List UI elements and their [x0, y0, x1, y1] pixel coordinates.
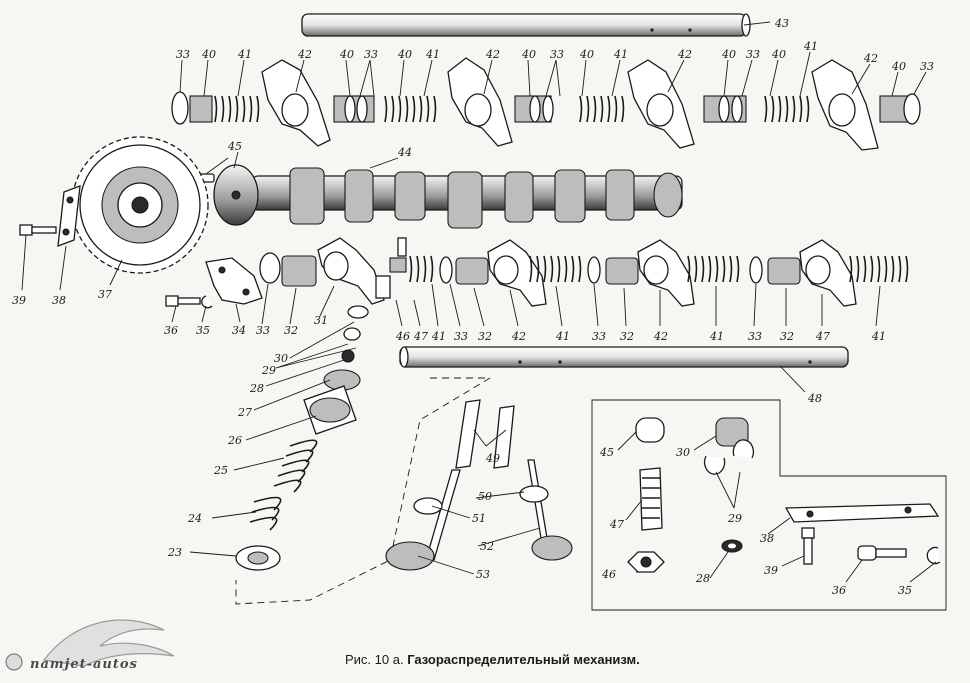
part-label: 29: [727, 512, 742, 525]
valve-spring-stack: [235, 305, 369, 571]
part-label: 35: [196, 324, 210, 337]
part-label: 41: [237, 48, 252, 61]
part-label: 23: [167, 546, 182, 559]
part-label: 27: [237, 406, 252, 419]
part-label: 42: [653, 330, 668, 343]
part-label: 33: [550, 48, 564, 61]
part-label: 42: [485, 48, 500, 61]
part-label: 33: [592, 330, 606, 343]
rocker-shaft-upper: [301, 13, 771, 37]
part-label: 42: [297, 48, 312, 61]
part-label: 44: [397, 146, 412, 159]
part-label: 46: [395, 330, 410, 343]
part-label: 49: [485, 452, 500, 465]
part-label: 39: [764, 564, 778, 577]
part-label: 46: [601, 568, 616, 581]
part-label: 45: [227, 140, 242, 153]
part-label: 40: [521, 48, 536, 61]
part-label: 29: [261, 364, 276, 377]
part-label: 40: [721, 48, 736, 61]
part-label: 42: [677, 48, 692, 61]
part-label: 47: [815, 330, 830, 343]
figure-caption: Рис. 10 а. Газораспределительный механиз…: [345, 652, 640, 667]
part-label: 30: [274, 352, 288, 365]
inset-box: [591, 399, 947, 611]
caption-title: Газораспределительный механизм.: [407, 652, 640, 667]
part-label: 30: [676, 446, 690, 459]
part-label: 41: [431, 330, 446, 343]
part-label: 32: [284, 324, 298, 337]
part-label: 38: [52, 294, 66, 307]
part-label: 36: [832, 584, 846, 597]
caption-prefix: Рис. 10 а.: [345, 652, 404, 667]
part-label: 28: [695, 572, 710, 585]
part-label: 33: [256, 324, 270, 337]
part-label: 41: [425, 48, 440, 61]
part-label: 47: [609, 518, 624, 531]
part-label: 39: [12, 294, 26, 307]
part-label: 41: [555, 330, 570, 343]
part-label: 32: [780, 330, 794, 343]
part-label: 41: [613, 48, 628, 61]
part-label: 31: [314, 314, 328, 327]
lower-rocker-assembly: [259, 237, 909, 307]
part-label: 42: [863, 52, 878, 65]
part-label: 33: [364, 48, 378, 61]
part-label: 32: [620, 330, 634, 343]
part-label: 45: [599, 446, 614, 459]
part-label: 42: [511, 330, 526, 343]
part-label: 33: [454, 330, 468, 343]
part-label: 33: [920, 60, 934, 73]
part-label: 33: [748, 330, 762, 343]
part-label: 25: [213, 464, 228, 477]
part-label: 40: [201, 48, 216, 61]
camshaft: [197, 157, 683, 229]
part-label: 33: [176, 48, 190, 61]
dashed-group-bracket: [235, 377, 492, 605]
part-label: 34: [232, 324, 246, 337]
part-label: 52: [480, 540, 494, 553]
upper-rocker-assembly: [171, 57, 921, 151]
part-label: 28: [249, 382, 264, 395]
part-labels: 43 33 40 41 42 40 33 40 41 42 40 33 40 4…: [12, 17, 934, 597]
part-label: 47: [413, 330, 428, 343]
watermark-logo: [5, 619, 175, 671]
part-label: 32: [478, 330, 492, 343]
part-label: 51: [472, 512, 486, 525]
part-label: 36: [164, 324, 178, 337]
part-label: 40: [397, 48, 412, 61]
watermark-text: namjet-autos: [30, 657, 138, 672]
rocker-shaft-lower: [399, 346, 849, 393]
part-label: 26: [227, 434, 242, 447]
part-label: 48: [807, 392, 822, 405]
part-label: 37: [98, 288, 112, 301]
leader-lines: [179, 51, 937, 583]
part-label: 41: [803, 40, 818, 53]
part-label: 40: [891, 60, 906, 73]
part-label: 40: [579, 48, 594, 61]
thrust-plate-and-bolt: [19, 185, 81, 291]
part-label: 43: [774, 17, 789, 30]
part-label: 41: [709, 330, 724, 343]
part-label: 24: [187, 512, 202, 525]
part-label: 41: [871, 330, 886, 343]
valves-and-pushrods: [385, 399, 573, 571]
part-label: 40: [771, 48, 786, 61]
part-label: 53: [476, 568, 490, 581]
part-label: 33: [746, 48, 760, 61]
part-label: 35: [898, 584, 912, 597]
lower-left-bracket: [165, 257, 263, 323]
part-label: 50: [478, 490, 492, 503]
timing-gear: [71, 136, 209, 286]
part-label: 40: [339, 48, 354, 61]
part-label: 38: [760, 532, 774, 545]
